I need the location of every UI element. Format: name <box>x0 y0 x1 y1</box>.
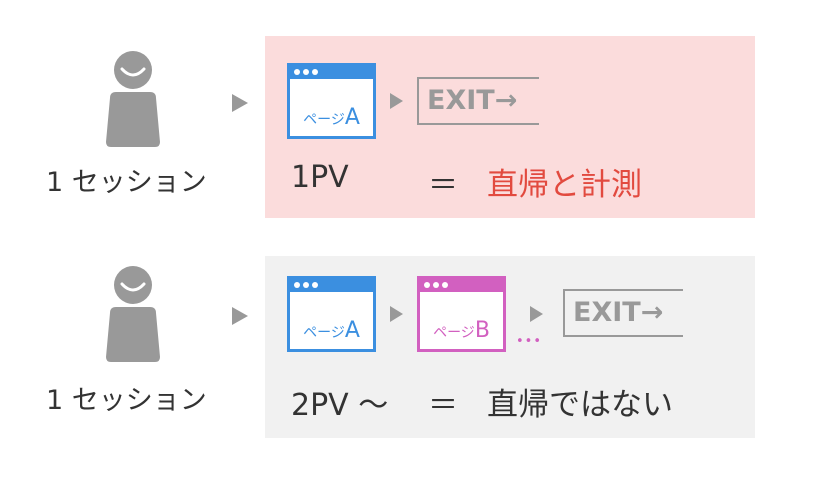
page-a-window: ページA <box>287 276 376 352</box>
flow-arrow <box>232 307 248 325</box>
equals-sign: ＝ <box>428 388 458 423</box>
page-b-window: ページB <box>417 276 506 352</box>
result-label: 直帰と計測 <box>487 167 642 203</box>
user-icon <box>106 51 160 147</box>
pageview-count: 1PV <box>291 160 349 195</box>
session-label: 1 セッション <box>46 385 207 416</box>
flow-arrow <box>390 93 403 109</box>
flow-arrow <box>530 306 543 322</box>
pageview-count: 2PV ～ <box>291 388 389 423</box>
session-label: 1 セッション <box>46 167 207 198</box>
result-label: 直帰ではない <box>487 387 673 423</box>
user-icon <box>106 266 160 362</box>
exit-label: EXIT→ <box>417 77 539 125</box>
more-pages-dots: ••• <box>516 334 543 349</box>
page-a-window: ページA <box>287 63 376 139</box>
flow-arrow <box>232 94 248 112</box>
exit-label: EXIT→ <box>563 289 683 337</box>
equals-sign: ＝ <box>428 168 458 203</box>
flow-arrow <box>390 306 403 322</box>
